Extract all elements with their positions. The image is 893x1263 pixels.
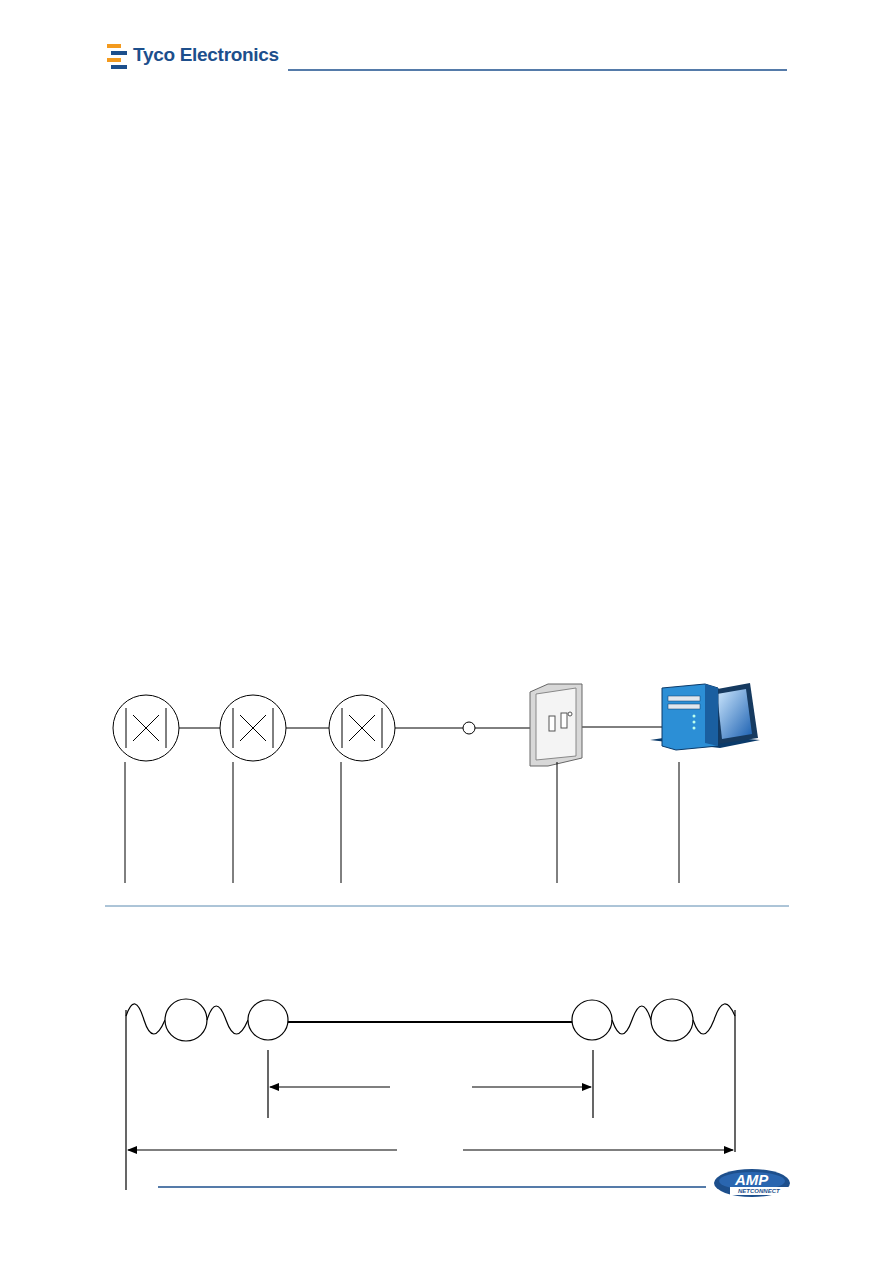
company-logo xyxy=(107,44,127,69)
amp-logo xyxy=(714,1169,790,1197)
logo-subtext: NETCONNECT xyxy=(738,1188,780,1194)
footer-rule xyxy=(158,1186,706,1188)
leader-lines xyxy=(125,762,679,883)
logo-text: AMP xyxy=(735,1171,768,1188)
header-rule xyxy=(288,69,787,71)
section-rule xyxy=(105,906,789,907)
computer-icon xyxy=(650,683,760,750)
company-name: Tyco Electronics xyxy=(133,44,279,66)
wall-outlet xyxy=(530,684,582,766)
channel-diagram xyxy=(126,999,735,1190)
